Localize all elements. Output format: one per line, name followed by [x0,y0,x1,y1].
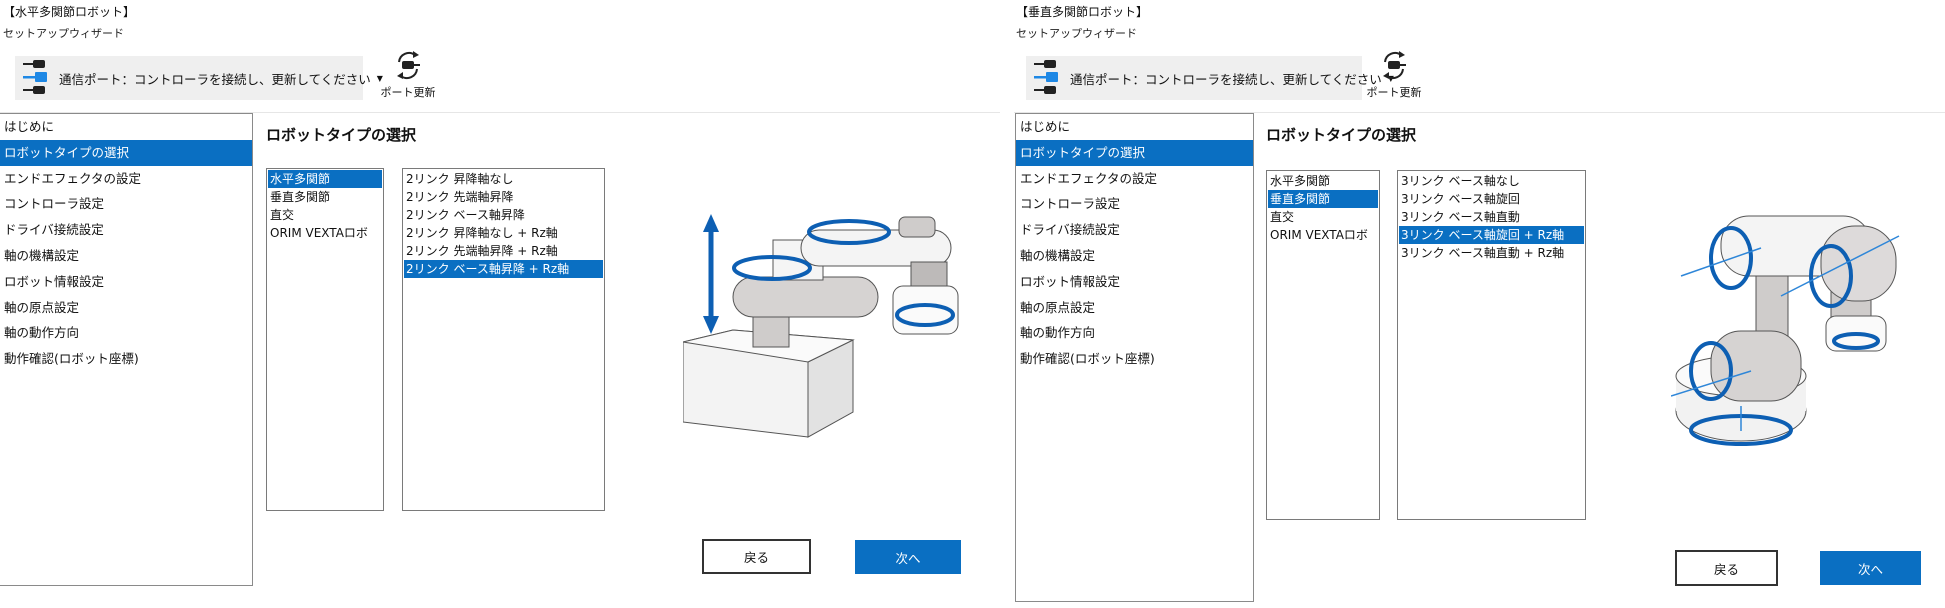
robot-model-item[interactable]: 3リンク ベース軸直動 [1401,210,1520,224]
refresh-plug-icon [391,50,425,83]
robot-model-item[interactable]: 2リンク 先端軸昇降 [406,190,514,204]
sidebar-step-item[interactable]: 軸の動作方向 [1020,325,1096,341]
port-selector-label: 通信ポート：コントローラを接続し、更新してください [1070,71,1382,87]
wizard-steps-sidebar: はじめにロボットタイプの選択エンドエフェクタの設定コントローラ設定ドライバ接続設… [1015,113,1254,602]
robot-model-item[interactable]: 3リンク ベース軸旋回 + Rz軸 [1399,226,1584,244]
robot-type-item[interactable]: 水平多関節 [1270,174,1331,188]
sidebar-step-item[interactable]: コントローラ設定 [1020,196,1121,212]
robot-type-item[interactable]: 水平多関節 [268,170,382,188]
robot-model-item[interactable]: 3リンク ベース軸なし [1401,174,1520,188]
port-refresh-label: ポート更新 [1366,86,1422,99]
port-refresh-button[interactable]: ポート更新 [1366,50,1422,100]
sidebar-step-item[interactable]: 動作確認(ロボット座標) [1020,351,1155,367]
sidebar-step-item[interactable]: ドライバ接続設定 [1020,222,1120,238]
robot-type-item[interactable]: 直交 [1270,210,1295,224]
robot-model-item[interactable]: 2リンク ベース軸昇降 + Rz軸 [404,260,603,278]
window-title: 【水平多関節ロボット】 [3,5,136,19]
sidebar-step-item[interactable]: コントローラ設定 [4,196,105,212]
sidebar-step-item[interactable]: エンドエフェクタの設定 [1020,170,1158,186]
robot-type-list[interactable]: 水平多関節垂直多関節直交 ORIM VEXTAロボ [1266,170,1380,520]
sidebar-step-item[interactable]: 軸の原点設定 [1020,299,1096,315]
robot-type-item[interactable]: ORIM VEXTAロボ [1270,228,1368,242]
toolbar-divider [1014,112,1945,113]
page-heading: ロボットタイプの選択 [1266,126,1417,144]
articulated-robot-illustration [1670,206,1902,449]
back-button[interactable]: 戻る [702,539,811,574]
sidebar-step-item[interactable]: 軸の原点設定 [4,299,80,315]
sidebar-step-item[interactable]: ロボット情報設定 [4,273,105,289]
robot-model-item[interactable]: 3リンク ベース軸旋回 [1401,192,1520,206]
sidebar-step-item[interactable]: 軸の機構設定 [1020,247,1096,263]
sidebar-step-item[interactable]: ロボットタイプの選択 [1016,139,1253,166]
setup-wizard-vertical: 【垂直多関節ロボット】セットアップウィザード通信ポート：コントローラを接続し、更… [1014,0,1945,608]
robot-type-item[interactable]: ORIM VEXTAロボ [270,226,368,240]
sidebar-step-item[interactable]: 動作確認(ロボット座標) [4,351,139,367]
sidebar-step-item[interactable]: エンドエフェクタの設定 [4,170,142,186]
scara-robot-illustration [682,212,966,446]
robot-type-list[interactable]: 水平多関節垂直多関節直交 ORIM VEXTAロボ [266,168,384,511]
port-selector-dropdown[interactable]: 通信ポート：コントローラを接続し、更新してください▼ [1026,56,1394,100]
robot-model-list[interactable]: 3リンク ベース軸なし 3リンク ベース軸旋回 3リンク ベース軸直動 3リンク ベー… [1397,170,1586,520]
robot-model-list[interactable]: 2リンク 昇降軸なし 2リンク 先端軸昇降 2リンク ベース軸昇降 2リンク 昇降軸な… [402,168,605,511]
back-button[interactable]: 戻る [1675,550,1778,586]
port-selector-dropdown[interactable]: 通信ポート：コントローラを接続し、更新してください ▼ [15,56,383,100]
robot-type-item[interactable]: 垂直多関節 [1268,190,1378,208]
wizard-steps-sidebar: はじめにロボットタイプの選択エンドエフェクタの設定コントローラ設定ドライバ接続設… [0,113,253,586]
robot-model-item[interactable]: 2リンク 先端軸昇降 + Rz軸 [406,244,558,258]
chevron-down-icon: ▼ [376,73,383,83]
port-refresh-button[interactable]: ポート更新 [380,50,436,100]
robot-model-item[interactable]: 2リンク 昇降軸なし [406,172,514,186]
sidebar-step-item[interactable]: ロボットタイプの選択 [0,139,252,166]
refresh-plug-icon [1377,50,1411,83]
sidebar-step-item[interactable]: ドライバ接続設定 [4,222,104,238]
sidebar-step-item[interactable]: ロボット情報設定 [1020,273,1121,289]
sidebar-step-item[interactable]: 軸の機構設定 [4,247,80,263]
window-title: 【垂直多関節ロボット】 [1016,5,1149,19]
wizard-subtitle: セットアップウィザード [1016,27,1137,40]
wizard-subtitle: セットアップウィザード [3,27,124,40]
toolbar-divider [0,112,1000,113]
setup-wizard-horizontal: 【水平多関節ロボット】セットアップウィザード通信ポート：コントローラを接続し、更… [0,5,1000,586]
robot-type-item[interactable]: 直交 [270,208,295,222]
page-heading: ロボットタイプの選択 [266,126,417,144]
cable-plug-icon [23,58,49,99]
sidebar-step-item[interactable]: 軸の動作方向 [4,325,80,341]
robot-model-item[interactable]: 3リンク ベース軸直動 + Rz軸 [1401,246,1565,260]
port-refresh-label: ポート更新 [380,86,436,99]
next-button[interactable]: 次へ [855,540,961,574]
sidebar-step-item[interactable]: はじめに [4,119,55,134]
cable-plug-icon [1034,58,1060,99]
robot-model-item[interactable]: 2リンク 昇降軸なし + Rz軸 [406,226,558,240]
robot-model-item[interactable]: 2リンク ベース軸昇降 [406,208,525,222]
next-button[interactable]: 次へ [1820,551,1921,585]
sidebar-step-item[interactable]: はじめに [1020,119,1071,134]
port-selector-label: 通信ポート：コントローラを接続し、更新してください [59,71,371,87]
robot-type-item[interactable]: 垂直多関節 [270,190,331,204]
